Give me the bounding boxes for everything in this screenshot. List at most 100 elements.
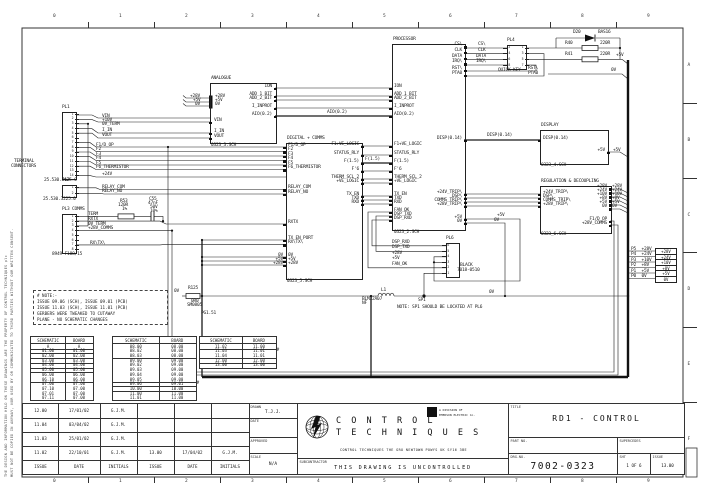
pin-number: 6 [447, 243, 450, 248]
pin-number: 4 [447, 254, 450, 259]
issue-row-schematic: 09.06 [129, 381, 142, 387]
issue-row-board: 04.00 [73, 362, 86, 368]
issue-row-schematic: 11.01 [129, 395, 142, 401]
net-label: F4 [288, 156, 294, 162]
border-tick [352, 22, 353, 28]
border-tick [418, 477, 419, 483]
pin-stub [442, 272, 446, 274]
issue-cell: ISSUE 13.00 [651, 454, 684, 474]
revision-cell: G.J.M. [100, 404, 138, 419]
pin-marker [464, 52, 468, 55]
net-label: F4 [96, 156, 102, 161]
issue-row-schematic: 11.02 [214, 343, 227, 349]
net-label: +5V [613, 147, 621, 153]
group-separator [113, 381, 196, 383]
net-label: RELAY_COM [288, 185, 311, 191]
connector-pl2 [62, 185, 77, 198]
border-col-number: 4 [317, 479, 320, 484]
net-label: ION [394, 83, 402, 89]
issue-row-board: 09.00 [171, 371, 184, 377]
pin-marker [282, 169, 286, 172]
pin-stub [525, 53, 529, 54]
pin-number: 2 [71, 190, 74, 195]
company-name-line2: T E C H N I Q U E S [336, 428, 481, 438]
revision-cell: 12.00 [23, 404, 59, 419]
pflag-net-label: +8V [641, 263, 650, 269]
divider [65, 337, 66, 401]
pin-number: 2 [447, 265, 450, 270]
pin-marker [609, 208, 613, 211]
pin-marker [537, 139, 541, 143]
division-line2: EMERSON ELECTRIC Co. [439, 413, 476, 417]
revision-cell [137, 418, 175, 433]
pin-marker [388, 178, 392, 182]
pin-stub [75, 147, 79, 148]
net-label: F2 [288, 147, 294, 153]
pin-marker [282, 155, 286, 159]
group-separator [31, 381, 93, 383]
revision-cell: 11.04 [23, 418, 59, 433]
pin-marker [537, 201, 541, 205]
border-tick [88, 477, 89, 483]
issue-table-header: SCHEMATIC [37, 337, 59, 343]
divider [158, 337, 160, 401]
pin-marker [388, 170, 392, 174]
group-separator [31, 362, 93, 364]
pin-marker [282, 264, 286, 268]
issue-row-schematic: 11.00 [129, 390, 142, 396]
issue-row-schematic: 06.10 [42, 376, 55, 382]
revision-header-cell: ISSUE [137, 460, 175, 475]
revision-cell: 03/04/02 [58, 418, 101, 433]
issue-row-board: 07.00 [73, 381, 86, 387]
border-tick [352, 477, 353, 483]
pin-marker [609, 220, 613, 223]
scale-value: N/A [268, 462, 278, 467]
net-label: +24V [102, 172, 113, 178]
pin-stub [75, 161, 79, 162]
pin-marker [464, 74, 468, 77]
net-label: 10% [150, 208, 158, 214]
border-tick [550, 22, 551, 28]
pin-stub [75, 187, 79, 189]
net-label: 0V_TERM [88, 221, 106, 227]
connector-pl1 [62, 112, 77, 180]
pin-number: 1 [521, 45, 524, 50]
issue-row-board: 11.00 [171, 395, 184, 401]
issue-row-schematic: 01.00 [42, 348, 55, 354]
net-label: 0V [215, 101, 221, 107]
pin-marker [388, 154, 392, 158]
pin-marker [388, 162, 392, 166]
net-label: DSP_TXD [394, 211, 412, 217]
pin-marker [282, 164, 286, 168]
issue-table-header: SCHEMATIC [124, 337, 147, 343]
net-label: 47nF [148, 200, 159, 206]
issue-row-schematic: 12.00 [214, 357, 227, 363]
pin-marker [274, 115, 278, 119]
net-label: F(1.5) [343, 158, 359, 164]
pin-marker [282, 260, 286, 264]
net-label: THERM_SCL_2 [394, 174, 422, 180]
net-label: 1% [122, 207, 128, 213]
net-label: RST\ [451, 65, 462, 71]
issue-row-schematic: 08.00 [129, 343, 142, 349]
logo-cell: C O N T R O L T E C H N I Q U E S CONTRO… [298, 404, 509, 459]
issue-table-header: BOARD [73, 337, 86, 343]
net-label: 220R [600, 51, 611, 57]
block-title-digital-comms: DIGITAL + COMMS [287, 135, 325, 141]
pin-marker [282, 146, 286, 150]
revision-cell: 17/01/02 [58, 404, 101, 419]
pin-number: 5 [71, 232, 74, 237]
net-label: F5 [288, 160, 294, 166]
border-row-letter: D [687, 287, 691, 293]
issue-table-header: BOARD [171, 337, 184, 343]
note-line: ISSUE 09.06 (SCH), ISSUE 09.01 (PCB) [37, 298, 128, 304]
issue-row-board: 13.00 [252, 362, 265, 368]
border-tick [484, 22, 485, 28]
pin-number: 1 [71, 213, 74, 218]
net-label: F(1.5) [365, 157, 381, 163]
pin-stub [75, 230, 79, 231]
pin-number: 10 [69, 154, 74, 159]
issue-table-header: SCHEMATIC [210, 337, 232, 343]
